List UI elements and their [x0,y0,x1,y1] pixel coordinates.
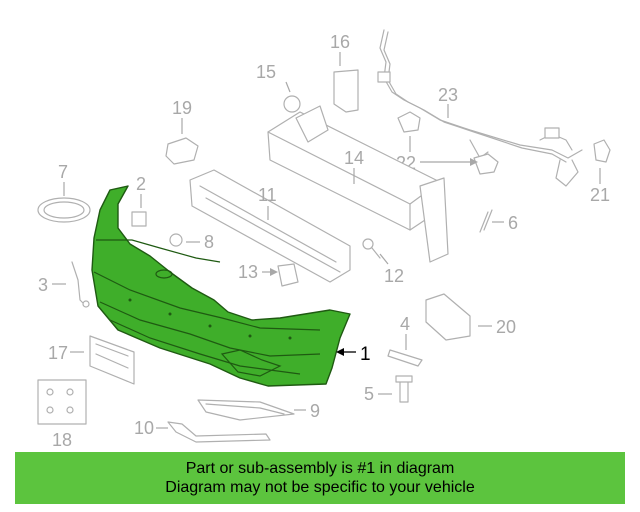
callout-1: 1 [360,344,371,365]
clip-2-part [131,211,147,227]
bolt-5-part [395,375,413,403]
bracket-20-part [425,293,471,341]
parts-diagram: 23 22 21 16 15 14 11 [37,29,611,450]
callout-15: 15 [256,62,276,82]
callout-19: 19 [172,98,192,118]
notice-line-2: Diagram may not be specific to your vehi… [165,479,475,496]
molding-9-part [197,399,295,421]
callout-20: 20 [496,317,516,337]
callout-18: 18 [52,430,72,450]
callout-8: 8 [204,232,214,252]
callout-4: 4 [400,314,410,334]
screw-set-part [37,379,87,425]
bracket-16-part [333,69,359,113]
clip-6-part [479,209,493,233]
part-notice-banner: Part or sub-assembly is #1 in diagram Di… [15,452,625,504]
energy-absorber-part [189,169,351,283]
bolt-12-part [362,238,381,259]
callout-17: 17 [48,343,68,363]
notice-line-1: Part or sub-assembly is #1 in diagram [185,460,455,477]
bumper-cover-part [91,185,351,387]
molding-4-part [387,349,423,367]
callout-14: 14 [344,148,364,168]
callout-21: 21 [590,185,610,205]
clip-15-part [283,95,301,113]
bracket-3-part [71,261,90,308]
molding-10-part [167,421,271,443]
callout-10: 10 [134,418,154,438]
callout-7: 7 [58,162,68,182]
bracket-13-part [277,263,299,287]
callout-9: 9 [310,401,320,421]
license-bracket-part [89,335,135,385]
callout-2: 2 [136,174,146,194]
sensor-19-part [165,137,199,165]
callout-3: 3 [38,275,48,295]
sensor-bracket-part [593,139,611,163]
callout-11: 11 [258,185,277,205]
clip-8-part [169,233,183,247]
callout-23: 23 [438,85,458,105]
callout-5: 5 [364,384,374,404]
parking-sensor-part [397,111,499,175]
callout-16: 16 [330,32,350,52]
callout-12: 12 [384,266,404,286]
emblem-part [37,197,91,223]
callout-6: 6 [508,213,518,233]
callout-13: 13 [238,262,258,282]
